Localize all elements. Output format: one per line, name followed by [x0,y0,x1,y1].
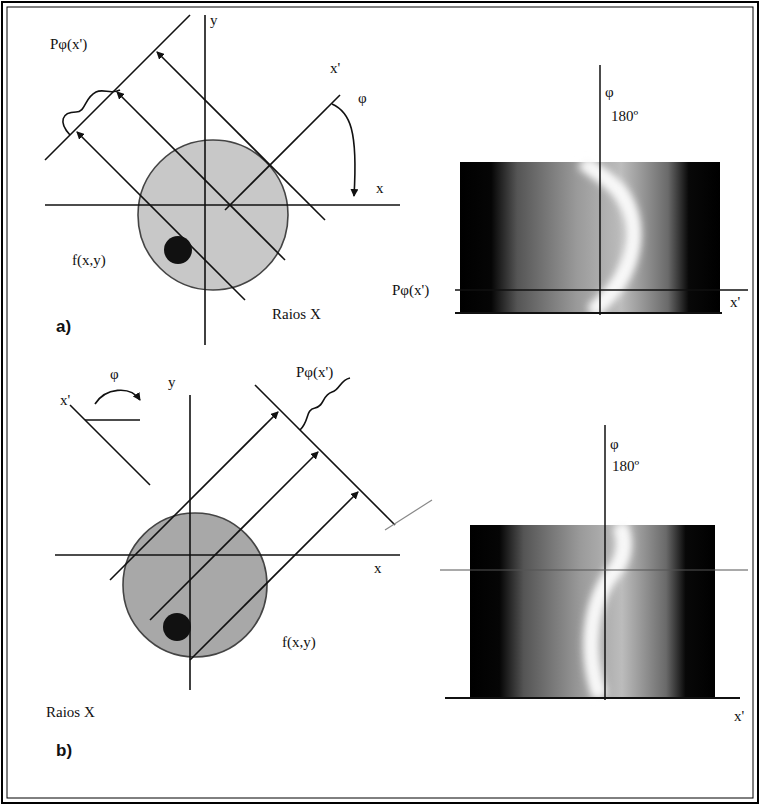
angle-label: φ [605,84,614,101]
xray-label: Raios X [46,704,95,721]
axis-label: y [168,374,176,391]
panel-label: a) [56,318,71,337]
panel-a-geometry [45,15,400,345]
panel-b-sinogram [440,425,748,700]
axis-label: y [210,12,218,29]
axis-label: x' [60,392,70,409]
angle-label: φ [610,436,619,453]
axis-label: x' [330,60,340,77]
angle-label: φ [358,90,367,107]
axis-label: x [376,180,384,197]
function-label: f(x,y) [282,634,316,651]
panel-b-geometry [55,378,432,690]
axis-label: x' [730,294,740,311]
function-label: f(x,y) [72,252,106,269]
axis-label: x' [734,708,744,725]
angle-value: 180º [612,458,639,475]
projection-label: Pφ(x') [296,364,333,381]
angle-value: 180º [611,108,638,125]
projection-label: Pφ(x') [392,282,429,299]
panel-a-sinogram [455,65,748,315]
angle-label: φ [110,366,119,383]
axis-label: x [374,560,382,577]
panel-label: b) [56,742,72,761]
inner-frame [7,7,753,798]
xray-label: Raios X [272,306,321,323]
projection-label: Pφ(x') [50,36,87,53]
